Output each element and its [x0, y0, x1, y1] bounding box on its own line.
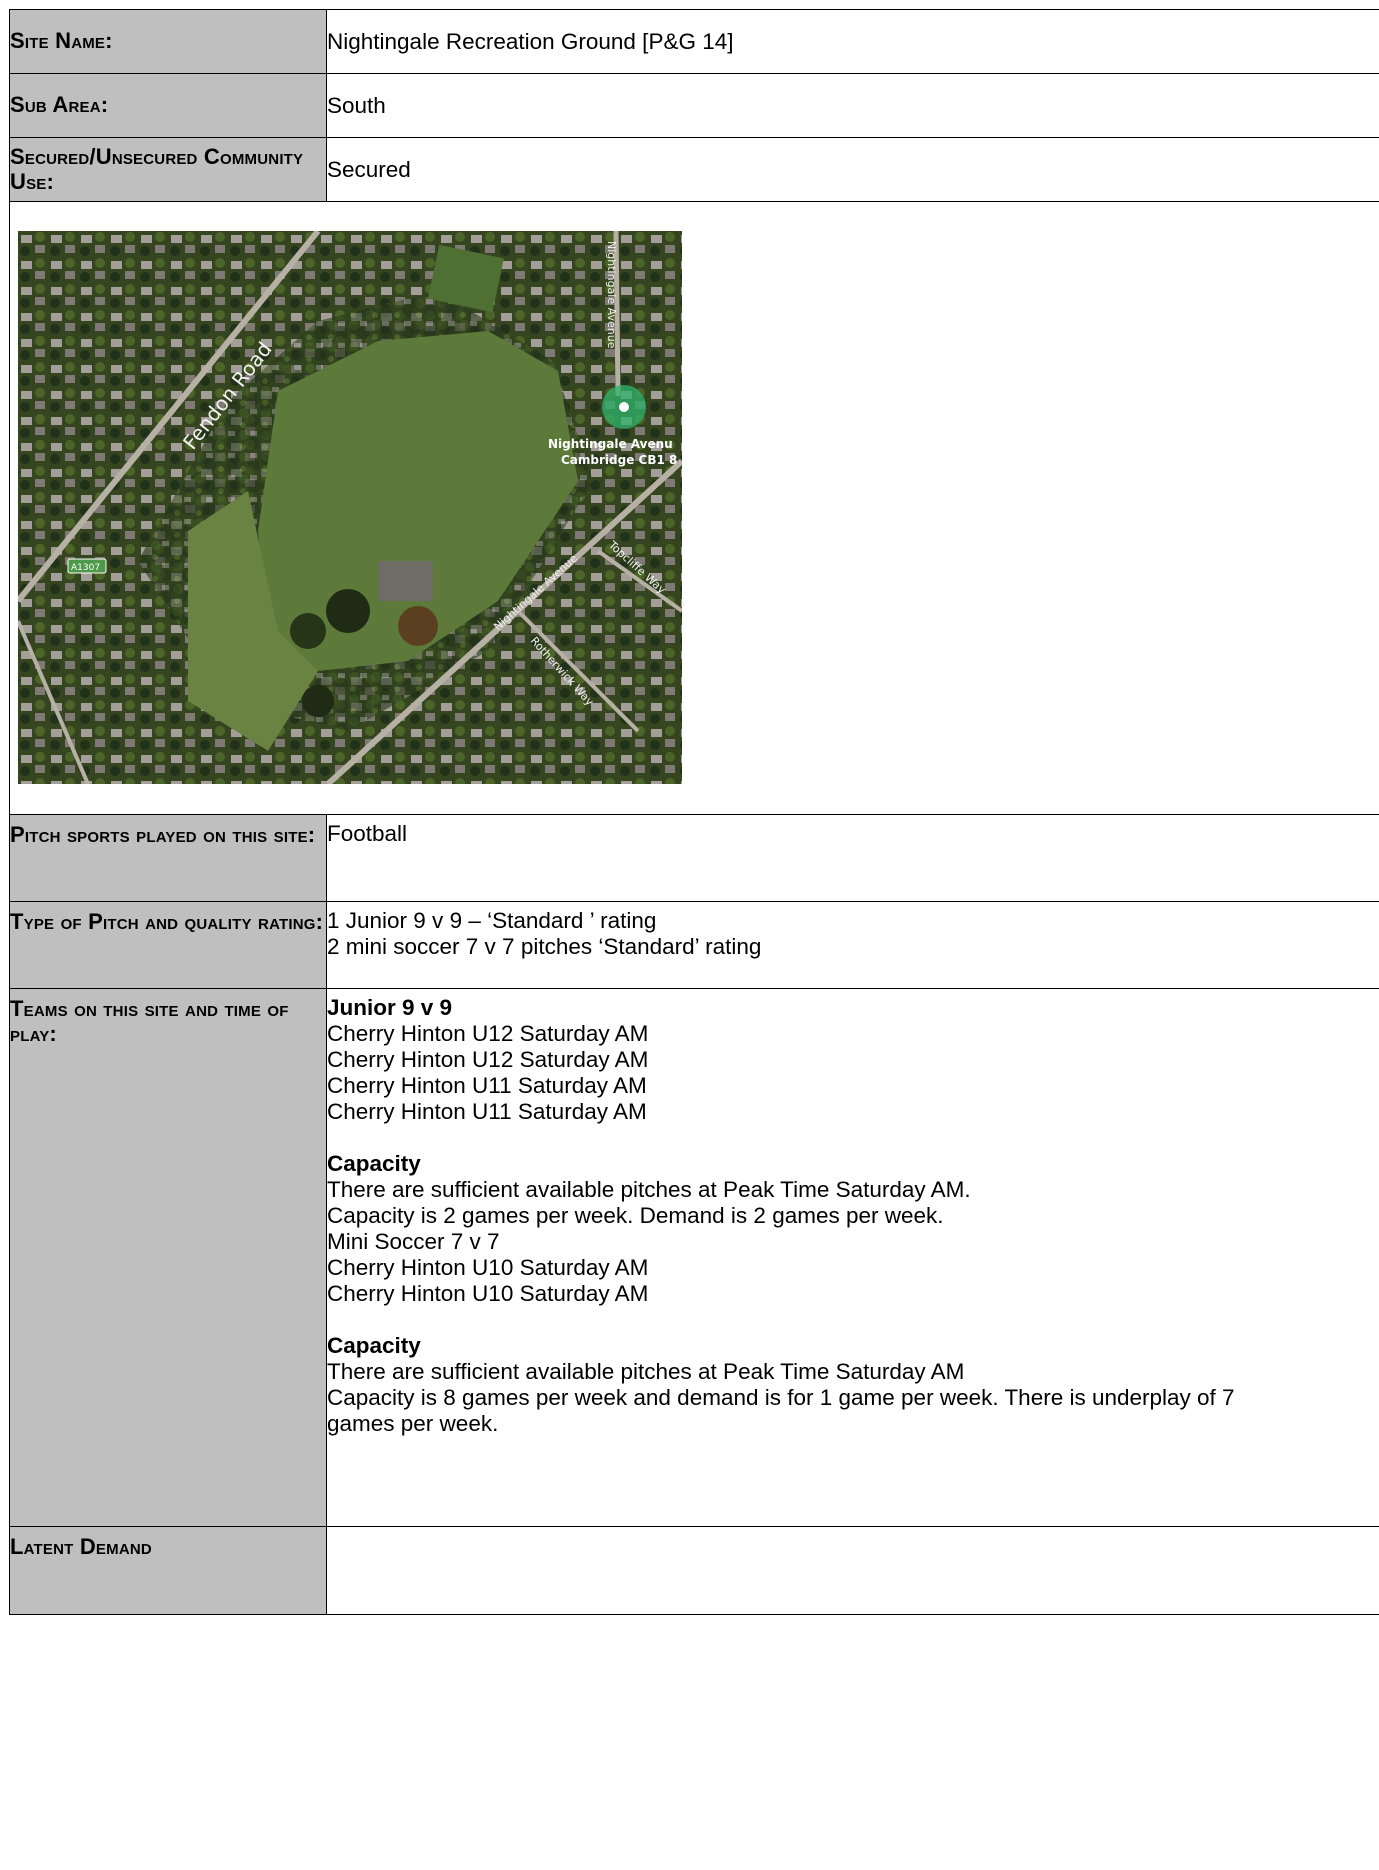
mini-heading: Mini Soccer 7 v 7	[327, 1229, 500, 1254]
row-teams: Teams on this site and time of play: Jun…	[9, 988, 1379, 1527]
mini-team-2: Cherry Hinton U10 Saturday AM	[327, 1281, 649, 1306]
fendon-road-line	[18, 231, 321, 603]
tree-cluster-2	[290, 613, 326, 649]
pitch-sports-label: Pitch sports played on this site:	[9, 814, 327, 902]
capacity-1-line-1: There are sufficient available pitches a…	[327, 1177, 971, 1202]
hard-court	[378, 561, 433, 601]
pitch-type-line-2: 2 mini soccer 7 v 7 pitches ‘Standard’ r…	[327, 934, 762, 959]
nightingale-avenue-north-line	[613, 231, 621, 397]
road-label-nightingale-north: Nightingale Avenue	[605, 241, 618, 349]
pitch-type-line-1: 1 Junior 9 v 9 – ‘Standard ’ rating	[327, 908, 657, 933]
pitch-type-value: 1 Junior 9 v 9 – ‘Standard ’ rating 2 mi…	[326, 901, 1379, 989]
a1307-line	[18, 620, 90, 784]
spacer	[327, 1307, 1379, 1333]
latent-demand-label: Latent Demand	[9, 1526, 327, 1615]
sub-area-label-text: Sub Area:	[10, 92, 109, 117]
pin-label-line-1: Nightingale Avenu	[548, 437, 673, 451]
capacity-2-line-1: There are sufficient available pitches a…	[327, 1359, 965, 1384]
aerial-map-svg: Fendon Road Nightingale Avenue Nightinga…	[18, 231, 682, 784]
pitch-sports-value: Football	[326, 814, 1379, 902]
tree-cluster-1	[326, 589, 370, 633]
mini-team-1: Cherry Hinton U10 Saturday AM	[327, 1255, 649, 1280]
capacity-2-line-2: Capacity is 8 games per week and demand …	[327, 1385, 1235, 1436]
row-map: Fendon Road Nightingale Avenue Nightinga…	[9, 201, 1379, 815]
nightingale-avenue-line	[325, 458, 682, 784]
teams-value: Junior 9 v 9 Cherry Hinton U12 Saturday …	[326, 988, 1379, 1527]
site-name-label: Site Name:	[9, 9, 327, 74]
row-sub-area: Sub Area: South	[9, 73, 1379, 138]
capacity-heading-2: Capacity	[327, 1333, 421, 1358]
teams-label-text: Teams on this site and time of play:	[10, 996, 289, 1046]
latent-demand-value	[326, 1526, 1379, 1615]
location-pin-dot-icon	[619, 402, 629, 412]
site-name-value: Nightingale Recreation Ground [P&G 14]	[326, 9, 1379, 74]
sub-area-value: South	[326, 73, 1379, 138]
road-shield	[67, 558, 107, 574]
row-community-use: Secured/Unsecured Community Use: Secured	[9, 137, 1379, 202]
aerial-map: Fendon Road Nightingale Avenue Nightinga…	[18, 231, 682, 784]
pitch-type-label: Type of Pitch and quality rating:	[9, 901, 327, 989]
capacity-heading-1: Capacity	[327, 1151, 421, 1176]
row-pitch-type: Type of Pitch and quality rating: 1 Juni…	[9, 901, 1379, 989]
pitch-type-label-text: Type of Pitch and quality rating:	[10, 909, 324, 934]
map-cell: Fendon Road Nightingale Avenue Nightinga…	[9, 201, 1379, 815]
junior-team-3: Cherry Hinton U11 Saturday AM	[327, 1073, 647, 1098]
bowling-green	[427, 244, 504, 313]
community-use-value: Secured	[326, 137, 1379, 202]
row-pitch-sports: Pitch sports played on this site: Footba…	[9, 814, 1379, 902]
tree-cluster-3	[398, 606, 438, 646]
spacer	[327, 1125, 1379, 1151]
junior-team-2: Cherry Hinton U12 Saturday AM	[327, 1047, 649, 1072]
capacity-1-line-2: Capacity is 2 games per week. Demand is …	[327, 1203, 944, 1228]
rotherwick-way-line	[516, 609, 640, 733]
row-site-name: Site Name: Nightingale Recreation Ground…	[9, 9, 1379, 74]
community-use-label: Secured/Unsecured Community Use:	[9, 137, 327, 202]
pin-label-line-2: Cambridge CB1 8	[561, 453, 677, 467]
pitch-sports-label-text: Pitch sports played on this site:	[10, 822, 316, 847]
junior-team-4: Cherry Hinton U11 Saturday AM	[327, 1099, 647, 1124]
site-sheet: Site Name: Nightingale Recreation Ground…	[9, 9, 1379, 1615]
junior-team-1: Cherry Hinton U12 Saturday AM	[327, 1021, 649, 1046]
community-use-label-text: Secured/Unsecured Community Use:	[10, 143, 304, 194]
site-info-table: Site Name: Nightingale Recreation Ground…	[9, 9, 1379, 1615]
park-grass	[258, 331, 578, 671]
latent-demand-label-text: Latent Demand	[10, 1534, 152, 1559]
teams-label: Teams on this site and time of play:	[9, 988, 327, 1527]
site-name-label-text: Site Name:	[10, 28, 113, 53]
park-grass-south	[188, 491, 318, 751]
sub-area-label: Sub Area:	[9, 73, 327, 138]
junior-heading: Junior 9 v 9	[327, 995, 453, 1020]
topcliffe-way-line	[596, 549, 682, 613]
row-latent-demand: Latent Demand	[9, 1526, 1379, 1615]
road-label-a1307: A1307	[71, 563, 100, 573]
tree-cluster-4	[302, 685, 334, 717]
